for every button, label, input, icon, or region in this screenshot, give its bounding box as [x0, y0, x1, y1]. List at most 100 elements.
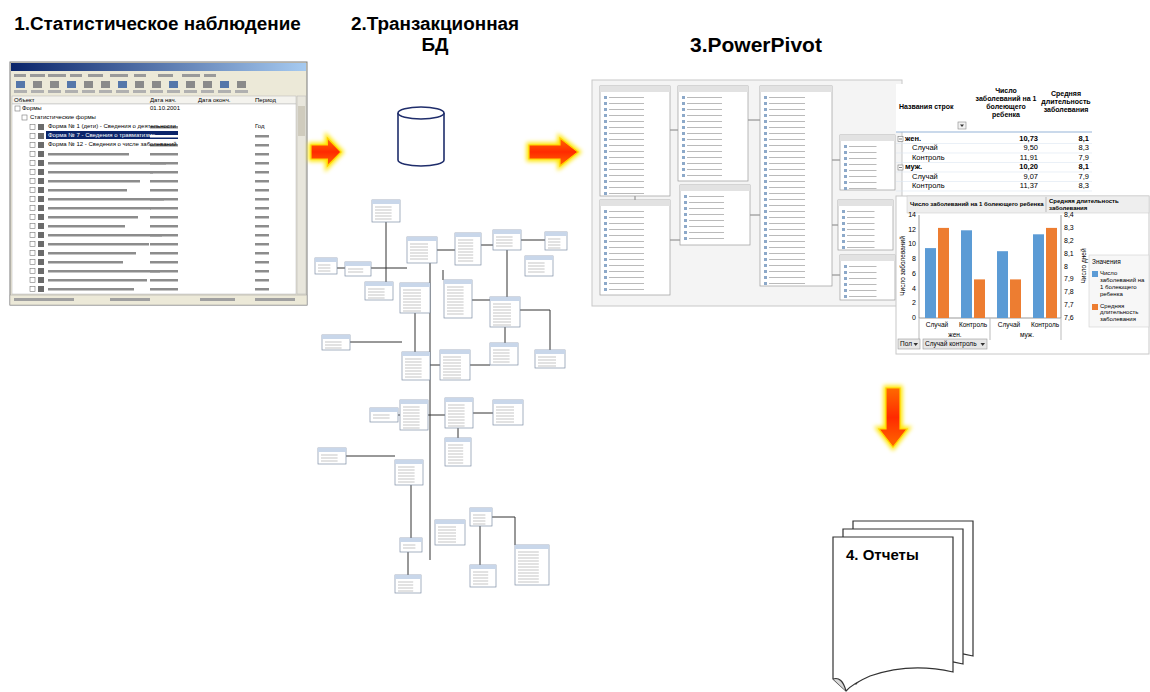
drawn-rect [184, 90, 197, 93]
drawn-rect [38, 169, 44, 175]
drawn-path [750, 215, 760, 216]
axis-tick: 7,8 [1064, 288, 1074, 296]
drawn-rect [764, 186, 767, 189]
drawn-line [373, 415, 390, 416]
drawn-rect [48, 189, 127, 192]
category-label: Случай [998, 321, 1020, 328]
drawn-line [548, 239, 560, 240]
pivot-cell: 7,9 [1079, 154, 1089, 163]
drawn-line [609, 187, 644, 188]
drawn-line [687, 115, 722, 116]
drawn-line [373, 418, 390, 419]
drawn-line [398, 467, 415, 468]
drawn-line [847, 229, 875, 230]
drawn-line [769, 163, 805, 164]
drawn-line [321, 461, 338, 462]
drawn-rect [1010, 279, 1021, 318]
drawn-line [609, 247, 644, 248]
drawn-line [496, 413, 514, 414]
drawn-line [473, 524, 485, 525]
drawn-line [769, 187, 805, 188]
drawn-rect [764, 108, 767, 111]
drawn-rect [255, 144, 269, 147]
drawn-rect [684, 237, 687, 240]
drawn-rect [400, 283, 430, 313]
drawn-line [447, 293, 464, 294]
arrow-glow [529, 138, 578, 166]
pivot-cell: 10,20 [1019, 163, 1038, 172]
drawn-line [375, 210, 392, 211]
tree-item: Форма № 7 - Сведения о травматизме [48, 132, 155, 139]
drawn-line [609, 169, 644, 170]
drawn-line [398, 482, 415, 483]
bars-duration [938, 228, 1057, 318]
drawn-line [609, 223, 644, 224]
drawn-ellipse [398, 107, 444, 119]
tree-item: Статистические формы [30, 114, 96, 121]
drawn-rect [38, 160, 44, 166]
drawn-line [538, 357, 556, 358]
axis-tick: 8,2 [1064, 237, 1074, 245]
drawn-rect [365, 282, 393, 300]
drawn-line [493, 356, 510, 357]
drawn-line [849, 176, 877, 177]
drawn-rect [684, 195, 687, 198]
drawn-line [609, 283, 644, 284]
drawn-line [403, 407, 420, 408]
axis-tick: 2 [912, 299, 916, 307]
drawn-line [443, 360, 461, 361]
drawn-line [496, 243, 513, 244]
drawn-line [447, 314, 464, 315]
drawn-line [403, 425, 420, 426]
drawn-line [398, 470, 415, 471]
drawn-rect [12, 96, 296, 104]
drawn-line [849, 278, 877, 279]
drawn-line [398, 585, 413, 586]
drawn-rect [764, 258, 767, 261]
drawn-rect [923, 339, 987, 349]
drawn-rect [682, 96, 685, 99]
drawn-rect [604, 144, 607, 147]
drawn-line [769, 133, 805, 134]
drawn-line [493, 319, 511, 320]
drawn-rect [65, 90, 78, 93]
drawn-line [609, 175, 644, 176]
drawn-line [496, 246, 513, 247]
drawn-rect [604, 120, 607, 123]
drawn-rect [490, 343, 518, 347]
drawn-rect [150, 270, 178, 273]
drawn-rect [30, 197, 35, 202]
drawn-rect [150, 198, 178, 201]
drawn-rect [255, 279, 269, 282]
database-cylinder [398, 107, 444, 166]
drawn-rect [844, 163, 847, 166]
drawn-line [443, 366, 461, 367]
drawn-rect [764, 270, 767, 273]
drawn-rect [255, 189, 269, 192]
drawn-rect [38, 142, 44, 148]
drawn-line [689, 232, 724, 233]
drawn-line [609, 271, 644, 272]
drawn-path [350, 342, 402, 343]
drawn-line [609, 127, 644, 128]
drawn-rect [395, 460, 423, 485]
drawn-line [321, 455, 338, 456]
drawn-line [769, 259, 805, 260]
drawn-rect [844, 283, 847, 286]
drawn-rect [842, 216, 845, 219]
drawn-line [849, 272, 877, 273]
drawn-rect [838, 200, 893, 206]
group-label: муж. [1020, 331, 1034, 338]
drawn-rect [14, 74, 26, 77]
drawn-line [443, 363, 461, 364]
drawn-rect [844, 187, 847, 190]
drawn-line [899, 167, 902, 168]
drawn-line [493, 353, 510, 354]
drawn-rect [470, 508, 492, 512]
drawn-rect [48, 225, 125, 228]
pivot-cell: 7,9 [1079, 173, 1089, 182]
drawn-rect [844, 169, 847, 172]
drawn-line [769, 109, 805, 110]
stage-group: 3.PowerPivot [578, 5, 1150, 388]
